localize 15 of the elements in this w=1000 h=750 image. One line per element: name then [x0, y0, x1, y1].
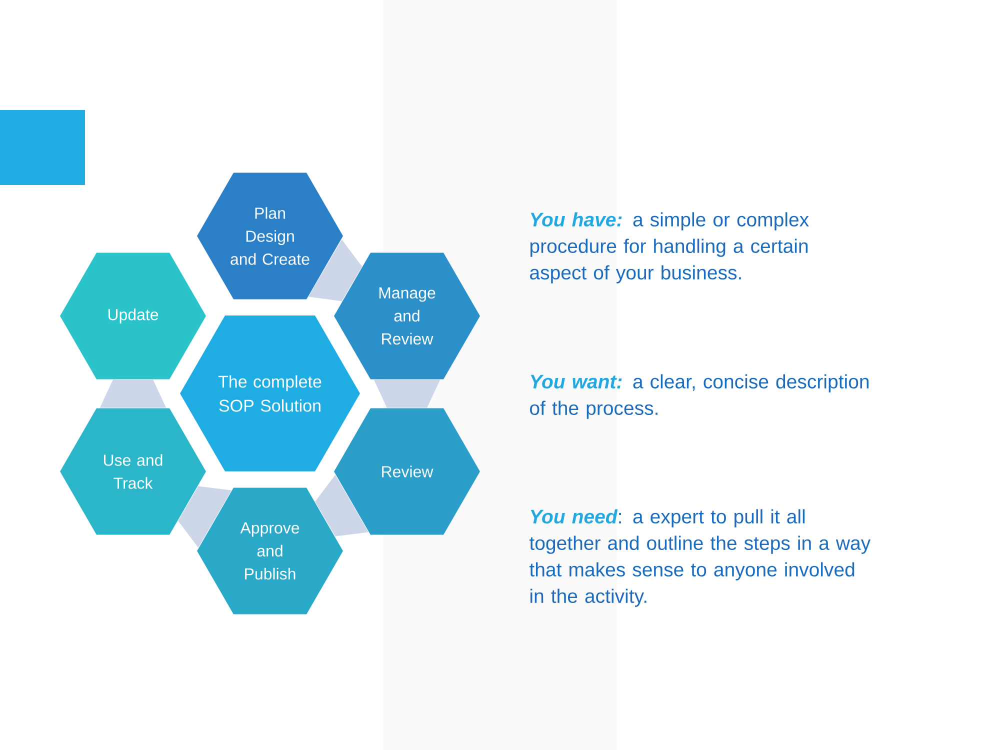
- step-hexagon: Use and Track: [60, 408, 206, 535]
- step-hexagon: Manage and Review: [334, 252, 480, 380]
- description-text: You want: a clear, concise description of the process.: [530, 374, 869, 419]
- step-hexagon: Update: [60, 252, 206, 380]
- connector: [308, 240, 362, 302]
- step-hexagon: Review: [334, 408, 480, 535]
- connector: [374, 380, 440, 408]
- center-hexagon: The complete SOP Solution: [180, 316, 360, 472]
- connector: [100, 380, 166, 408]
- connector: [178, 486, 232, 548]
- description-text: You have: a simple or complex procedure for handling a certain aspect of your business.: [530, 212, 809, 284]
- connector: [315, 474, 368, 536]
- step-hexagon: Approve and Publish: [197, 488, 343, 614]
- description-text: You need: a expert to pull it all together and outline the steps in a way that makes sense to anyone involved in the activity.: [530, 509, 871, 607]
- step-hexagon: Plan Design and Create: [197, 172, 343, 300]
